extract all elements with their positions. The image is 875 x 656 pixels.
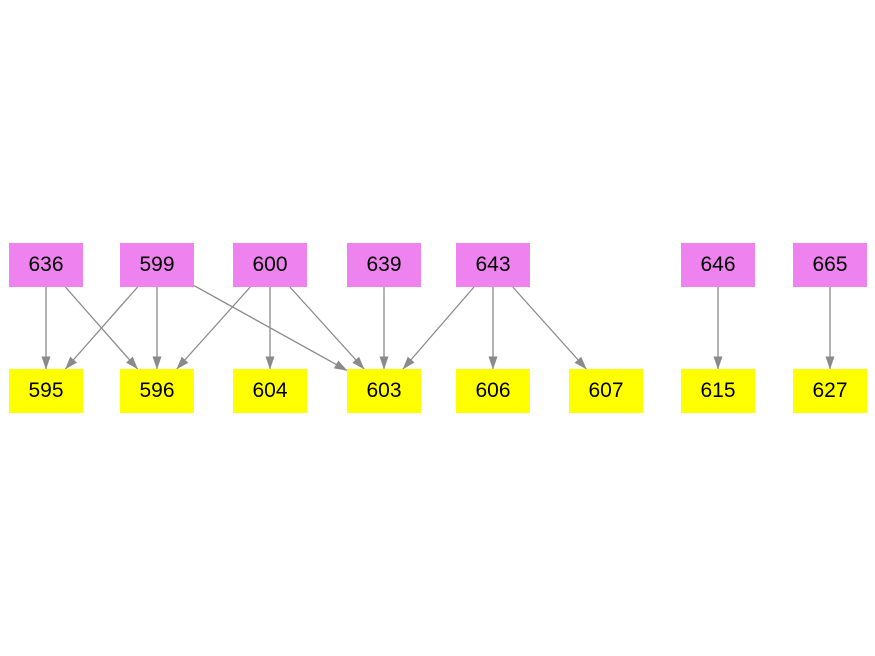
graph-node-627: 627 [793, 369, 867, 413]
edge-643-607 [512, 286, 587, 370]
graph-node-607: 607 [569, 369, 643, 413]
graph-node-646: 646 [681, 243, 755, 287]
edge-599-595 [64, 286, 139, 370]
graph-node-643: 643 [456, 243, 530, 287]
graph-node-615: 615 [681, 369, 755, 413]
graph-node-604: 604 [233, 369, 307, 413]
edge-643-603 [402, 286, 475, 370]
graph-node-596: 596 [120, 369, 194, 413]
graph-node-636: 636 [9, 243, 83, 287]
edge-600-603 [289, 286, 365, 370]
graph-node-599: 599 [120, 243, 194, 287]
graph-node-606: 606 [456, 369, 530, 413]
graph-node-603: 603 [347, 369, 421, 413]
graph-node-639: 639 [347, 243, 421, 287]
edge-600-596 [176, 286, 251, 370]
graph-node-665: 665 [793, 243, 867, 287]
graph-node-600: 600 [233, 243, 307, 287]
graph-node-595: 595 [9, 369, 83, 413]
